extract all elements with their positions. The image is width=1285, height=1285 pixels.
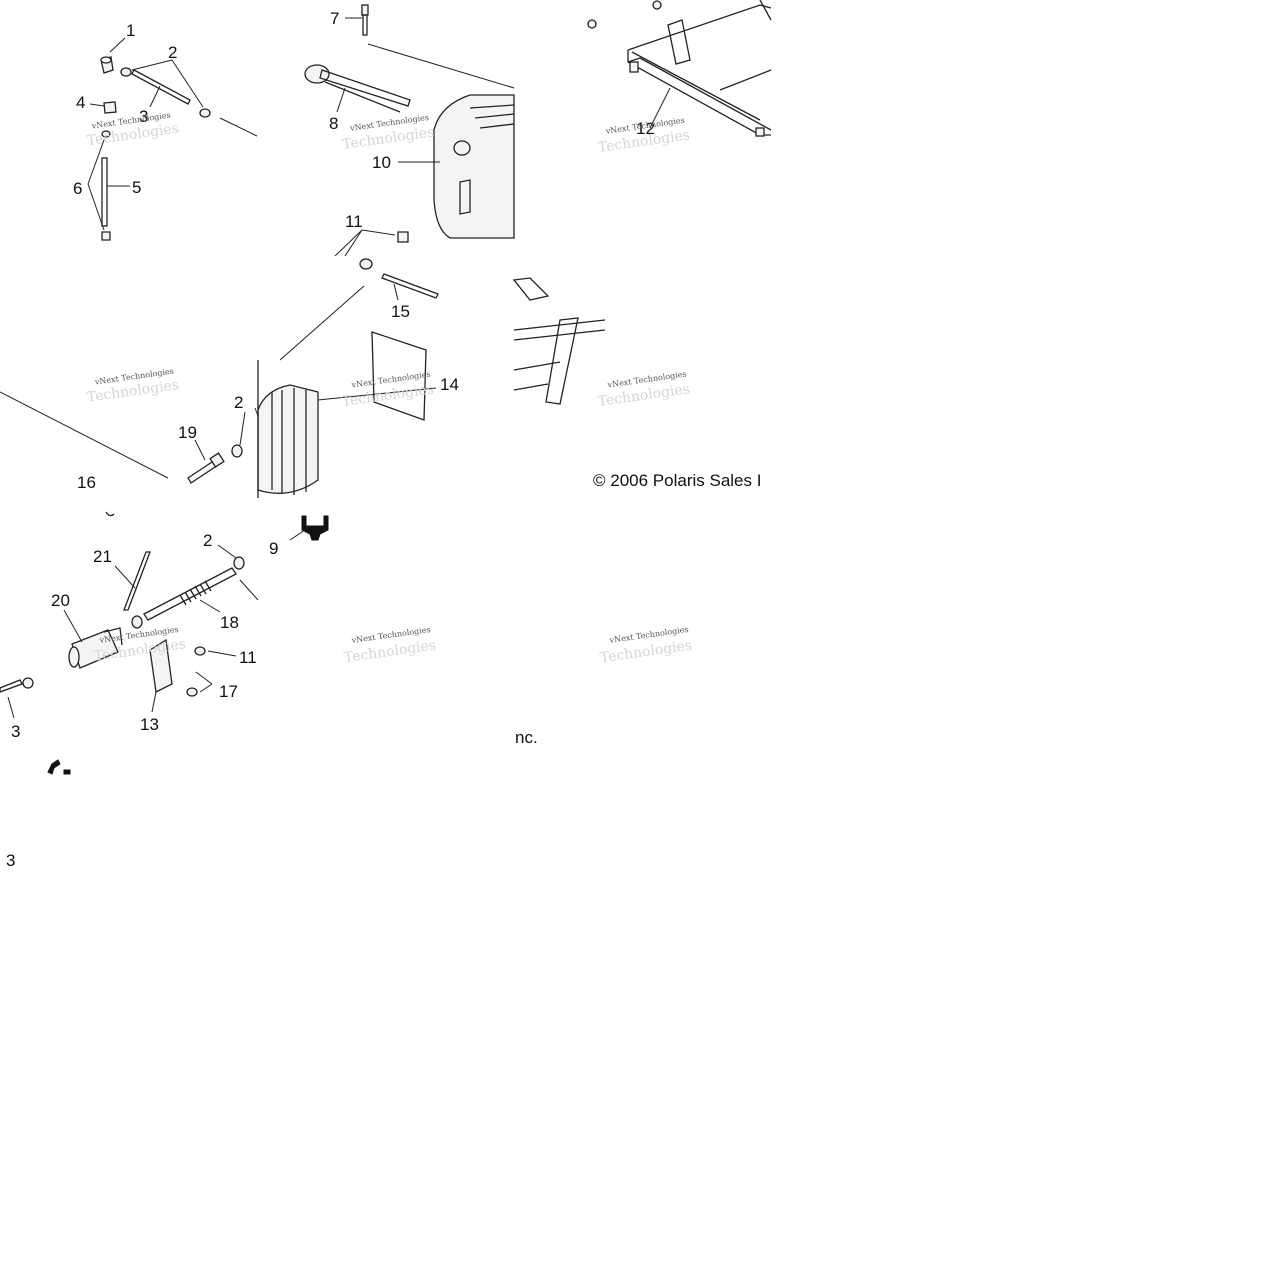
part-21-rod [123, 551, 151, 611]
callout-label: 2 [168, 43, 177, 62]
part-2-plug [231, 444, 243, 458]
watermark: Technologies vNext Technologies [341, 113, 435, 153]
callout-label: 3 [139, 107, 148, 126]
watermark: Technologies vNext Technologies [341, 370, 435, 410]
callout-label: 15 [391, 302, 410, 321]
copyright-tail-text: nc. [515, 728, 538, 747]
part-frame-end [512, 277, 606, 405]
callout-label: 2 [203, 531, 212, 550]
part-7-valve [361, 4, 369, 36]
part-10-fuel-tank [433, 94, 515, 239]
fragment-icon [47, 759, 71, 775]
part-11-fitting [194, 646, 206, 656]
part-2-plug [233, 556, 245, 570]
part-5-tube [101, 157, 108, 227]
part-14-shield [371, 331, 427, 421]
callout-label: 11 [345, 212, 363, 231]
part-18-hose [131, 567, 237, 629]
callout-label: 12 [636, 119, 655, 138]
callout-label: 16 [77, 473, 96, 492]
part-17-fitting [186, 687, 198, 697]
callout-label: 1 [126, 21, 135, 40]
callout-label: 3 [11, 722, 20, 741]
callout-label: 20 [51, 591, 70, 610]
part-15-tube [381, 273, 439, 299]
part-3-tube [131, 69, 191, 105]
callout-label: 7 [330, 9, 339, 28]
part-11-fitting [397, 231, 409, 243]
callout-label: 14 [440, 375, 459, 394]
callout-label: 2 [234, 393, 243, 412]
callout-label: 13 [140, 715, 159, 734]
watermark: Technologies vNext Technologies [597, 369, 691, 409]
callout-label: 10 [372, 153, 391, 172]
part-19-fitting [187, 452, 225, 484]
part-4-cap [103, 101, 117, 114]
part-16-clip [105, 511, 115, 517]
callout-label: 21 [93, 547, 112, 566]
watermark: Technologies vNext Technologies [343, 625, 437, 666]
part-1-fitting [100, 56, 114, 74]
part-15-fitting [359, 258, 373, 270]
callout-label: 11 [239, 648, 257, 667]
callout-label: 17 [219, 682, 238, 701]
part-3-cap [22, 677, 34, 689]
part-2-plug [199, 108, 211, 118]
callout-label: 3 [6, 851, 15, 870]
watermark: Technologies vNext Technologies [599, 625, 693, 666]
copyright-text: © 2006 Polaris Sales I [593, 471, 761, 490]
part-6-grommet [101, 231, 111, 241]
part-12-frame [587, 0, 772, 137]
callout-label: 18 [220, 613, 239, 632]
callout-label: 4 [76, 93, 85, 112]
callout-label: 5 [132, 178, 141, 197]
part-3-tube [0, 679, 23, 693]
part-8-sender [304, 64, 411, 113]
part-13-bracket [149, 638, 173, 693]
watermark: Technologies vNext Technologies [597, 116, 691, 156]
part-6-grommet [101, 130, 111, 138]
part-9-connector [301, 515, 329, 541]
part-20-pump [68, 627, 123, 669]
callout-label: 6 [73, 179, 82, 198]
part-14-tank-side [257, 360, 319, 498]
callout-label: 9 [269, 539, 278, 558]
part-2-plug [120, 67, 132, 77]
watermark: Technologies vNext Technologies [86, 367, 180, 406]
watermark: Technologies vNext Technologies [86, 111, 180, 150]
callout-label: 8 [329, 114, 338, 133]
callout-label: 19 [178, 423, 197, 442]
